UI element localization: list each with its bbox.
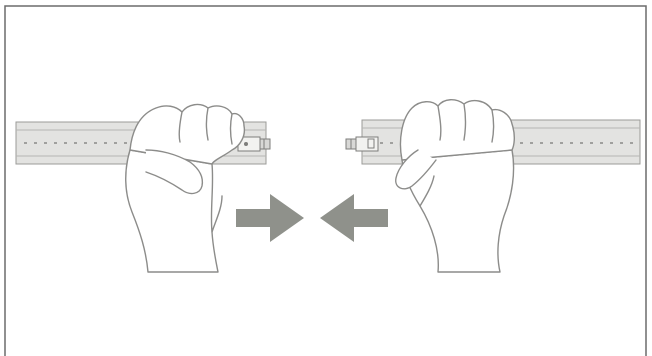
rail-connector-socket	[345, 136, 379, 152]
right-hand	[395, 99, 515, 273]
left-hand	[125, 103, 246, 273]
push-left-arrow	[320, 194, 388, 242]
frame-border	[4, 5, 647, 356]
push-right-arrow	[236, 194, 304, 242]
rail-connector-plug	[237, 136, 271, 152]
